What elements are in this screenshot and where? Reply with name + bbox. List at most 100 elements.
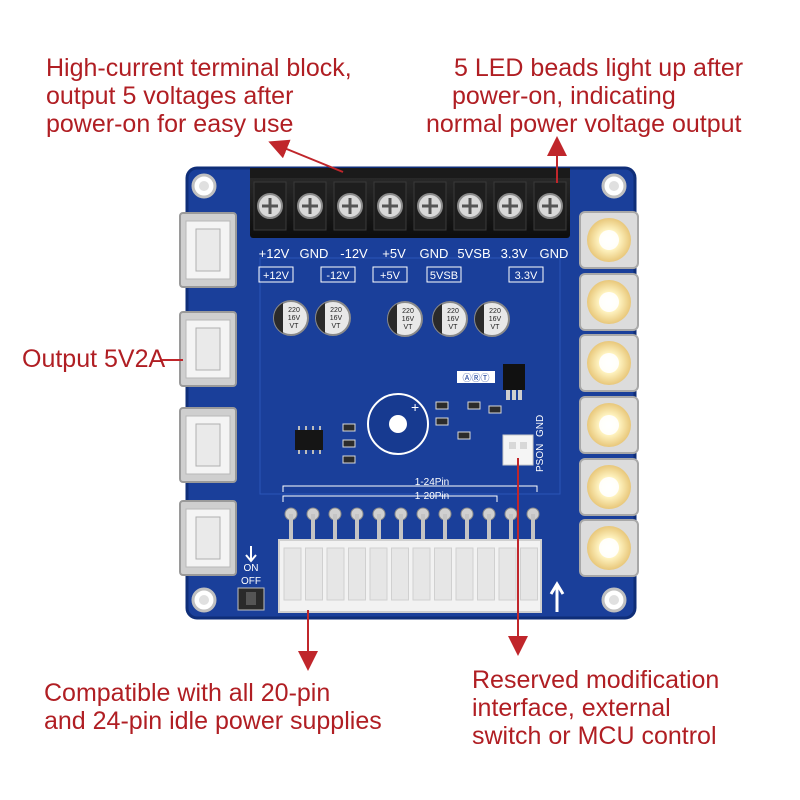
atx-slot: [348, 547, 366, 601]
boxed-voltage-label: +5V: [372, 266, 408, 283]
led-bead: [579, 211, 639, 269]
terminal-label: 5VSB: [457, 246, 490, 261]
capacitor-label: 220: [489, 308, 501, 315]
usb-port[interactable]: [179, 212, 237, 288]
callout-line: Output 5V2A: [22, 345, 166, 373]
mounting-hole: [601, 587, 627, 613]
capacitor-label: 220: [402, 308, 414, 315]
atx-pin: [526, 507, 540, 542]
terminal-label: GND: [540, 246, 569, 261]
boxed-voltage-label: -12V: [320, 266, 356, 283]
screw-terminal: [413, 181, 447, 231]
capacitor-label: 16V: [288, 315, 301, 322]
screw-terminal: [333, 181, 367, 231]
atx-pin: [372, 507, 386, 542]
terminal-label: GND: [300, 246, 329, 261]
capacitor-label: 220: [330, 307, 342, 314]
led-bead: [579, 519, 639, 577]
atx-slot: [391, 547, 409, 601]
terminal-label: +5V: [382, 246, 406, 261]
usb-output-callout: Output 5V2A: [22, 345, 165, 373]
callout-line: High-current terminal block,: [46, 54, 352, 82]
led-bead: [579, 273, 639, 331]
boxed-voltage-label: 5VSB: [426, 266, 462, 283]
usb-port[interactable]: [179, 311, 237, 387]
callout-line: power-on, indicating: [452, 82, 676, 110]
led-bead: [579, 334, 639, 392]
atx-pin: [482, 507, 496, 542]
callout-arrow: [268, 139, 344, 173]
ic-chip: [295, 426, 323, 454]
capacitor-label: 16V: [447, 316, 460, 323]
mounting-hole: [191, 587, 217, 613]
capacitor-label: VT: [404, 324, 414, 331]
screw-terminal: [293, 181, 327, 231]
screw-terminal: [533, 181, 567, 231]
atx-slot: [369, 547, 388, 601]
atx-slot: [455, 547, 474, 601]
led-bead: [579, 396, 639, 454]
boxed-voltage-label: 3.3V: [508, 266, 544, 283]
chip-label: ⒶⓇⓉ: [462, 373, 489, 384]
callout-line: interface, external: [472, 694, 671, 722]
atx-pin: [350, 507, 364, 542]
terminal-label: +12V: [259, 246, 290, 261]
usb-port[interactable]: [179, 500, 237, 576]
off-label: OFF: [241, 576, 261, 587]
callout-line: power-on for easy use: [46, 110, 294, 138]
capacitor-label: VT: [491, 324, 501, 331]
svg-text:3.3V: 3.3V: [515, 270, 538, 282]
capacitor-label: 16V: [330, 315, 343, 322]
capacitor-label: 220: [447, 308, 459, 315]
capacitor-label: VT: [332, 323, 342, 330]
screw-terminal: [253, 181, 287, 231]
usb-port[interactable]: [179, 407, 237, 483]
arrow-down-icon: [245, 546, 257, 563]
callout-line: normal power voltage output: [426, 110, 742, 138]
atx-pin: [416, 507, 430, 542]
atx-slot: [520, 547, 538, 601]
atx-pin: [438, 507, 452, 542]
led-beads-callout: 5 LED beads light up after power-on, ind…: [426, 54, 743, 138]
callout-line: and 24-pin idle power supplies: [44, 707, 382, 735]
terminal-label: GND: [420, 246, 449, 261]
capacitor-label: VT: [290, 323, 300, 330]
atx-pin: [394, 507, 408, 542]
callout-line: Reserved modification: [472, 666, 720, 694]
capacitor-label: VT: [449, 324, 459, 331]
modification-interface-callout: Reserved modification interface, externa…: [472, 666, 719, 750]
atx-compat-callout: Compatible with all 20-pin and 24-pin id…: [44, 679, 382, 735]
pin-20-label: 1-20Pin: [415, 491, 449, 502]
atx-pin: [328, 507, 342, 542]
atx-slot: [412, 547, 431, 601]
atx-pin: [284, 507, 298, 542]
capacitor-label: 220: [288, 307, 300, 314]
terminal-label: -12V: [340, 246, 368, 261]
callout-line: switch or MCU control: [472, 722, 717, 750]
atx-slot: [434, 547, 452, 601]
power-switch[interactable]: [237, 587, 265, 611]
capacitor-label: 16V: [489, 316, 502, 323]
atx-24pin-connector[interactable]: [278, 539, 542, 613]
callout-line: output 5 voltages after: [46, 82, 294, 110]
mounting-hole: [601, 173, 627, 199]
on-label: ON: [244, 563, 259, 574]
callout-line: Compatible with all 20-pin: [44, 679, 331, 707]
capacitor-label: 16V: [402, 316, 415, 323]
gnd-label: GND: [535, 415, 546, 437]
smd-components: [342, 401, 502, 464]
pcb-inner-outline: [259, 257, 561, 495]
terminal-block-callout: High-current terminal block, output 5 vo…: [46, 54, 352, 138]
mounting-hole: [191, 173, 217, 199]
buzzer: +: [367, 393, 429, 455]
atx-pin: [460, 507, 474, 542]
atx-pins: [284, 507, 540, 542]
atx-pin: [306, 507, 320, 542]
screw-terminal: [453, 181, 487, 231]
led-beads: [579, 211, 639, 577]
